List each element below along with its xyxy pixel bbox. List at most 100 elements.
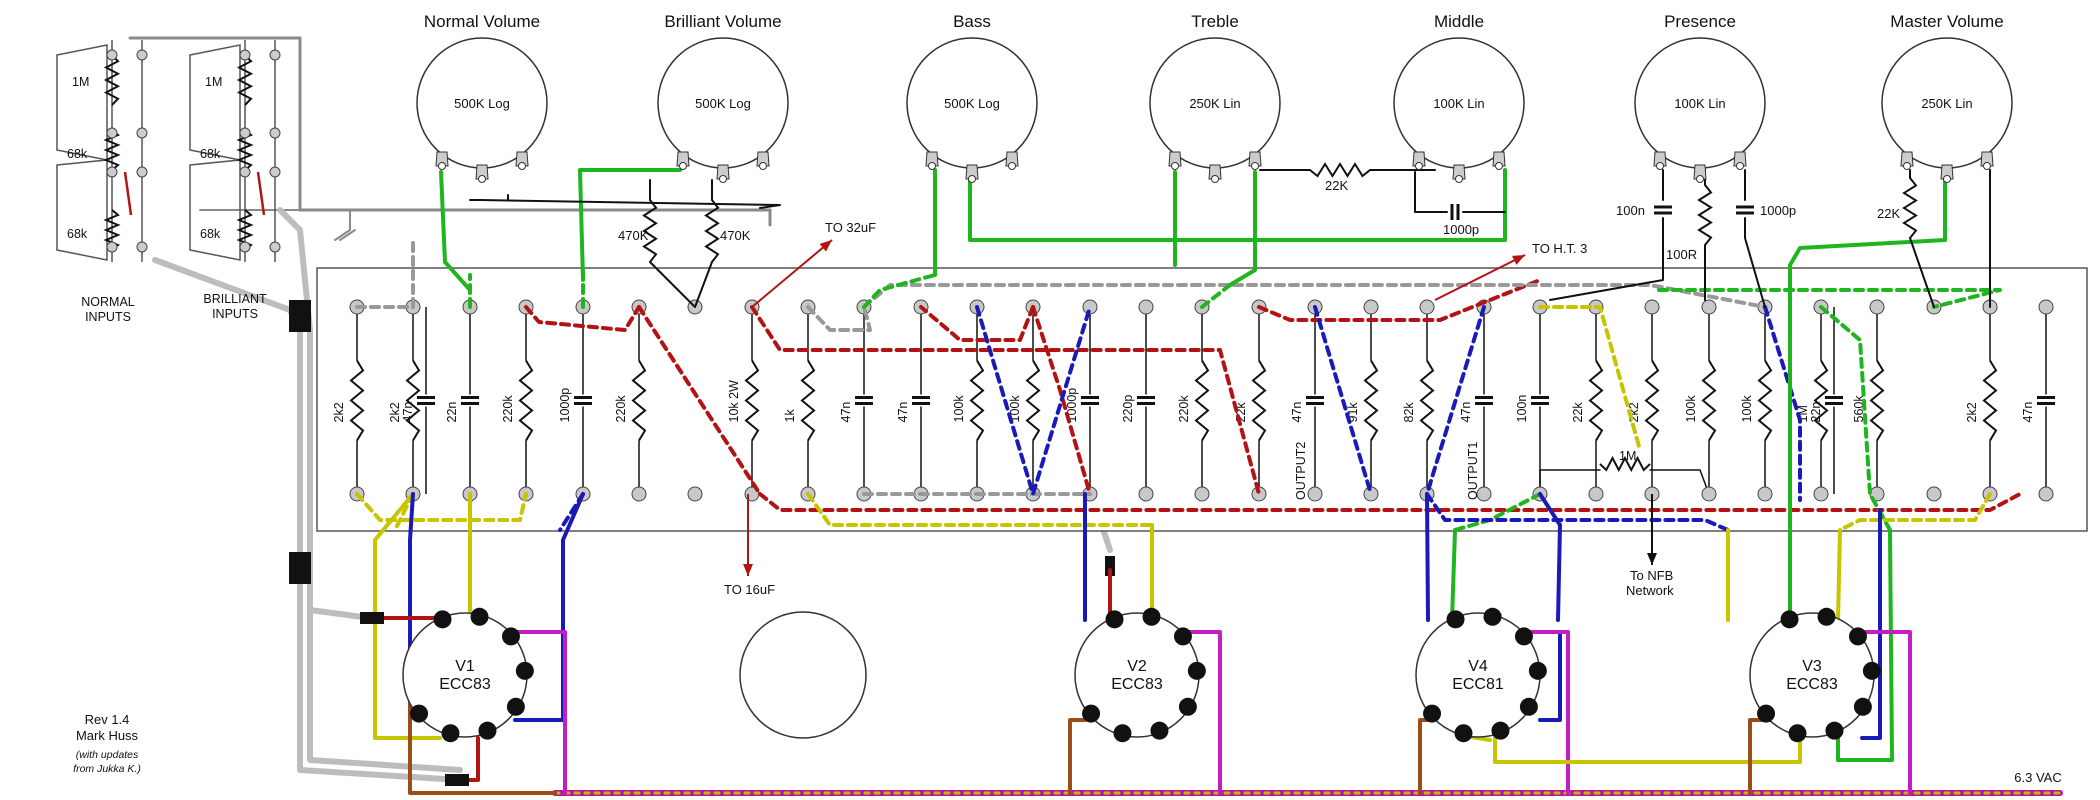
tube-type: ECC81 — [1452, 676, 1504, 693]
jack-lug — [106, 127, 118, 139]
component-value-label: 47n — [1290, 402, 1304, 423]
lead-gap — [1251, 360, 1267, 441]
pot-title: Master Volume — [1890, 12, 2003, 31]
eyelet-top — [1419, 299, 1435, 315]
tube-pin — [1757, 704, 1776, 723]
pot-title: Bass — [953, 12, 991, 31]
capacitor — [461, 396, 479, 405]
arrow-to-ht3 — [1434, 254, 1526, 301]
tube-pin — [433, 610, 452, 629]
board-wire-green — [1200, 283, 1232, 309]
brilliant-inputs-label-1: BRILLIANT — [203, 292, 267, 306]
board-component-8: 1k — [783, 307, 816, 494]
output2-label: OUTPUT2 — [1294, 442, 1308, 500]
to-nfb-label-2: Network — [1626, 583, 1674, 598]
pot-lug-hole — [1736, 162, 1744, 170]
pot-lug-hole — [928, 162, 936, 170]
wire-green — [439, 170, 472, 292]
component-value-label: 100k — [1684, 395, 1698, 423]
resistor-label: 1M — [205, 75, 222, 89]
arrow-to-32uf — [751, 239, 833, 308]
board-wire-blue — [1425, 305, 1486, 496]
jack-lug — [269, 166, 281, 178]
pot-lug-hole — [968, 175, 976, 183]
board-wire-yellow — [355, 492, 528, 522]
output1-label: OUTPUT1 — [1466, 442, 1480, 500]
board-wire-yellow — [1838, 492, 1992, 532]
pot-lug — [515, 151, 529, 167]
tube-pin — [1848, 627, 1867, 646]
jack-lug — [136, 241, 148, 253]
capacitor — [1306, 396, 1324, 405]
board-component-11: 100k — [952, 307, 985, 494]
board-wire-yellow — [1538, 305, 1642, 452]
arrow-to-ht3-head — [1512, 255, 1525, 265]
arrow-labels: TO 32uF TO H.T. 3 TO 16uF To NFB Network — [724, 220, 1674, 598]
board-wire — [806, 305, 872, 332]
board-component-9: 47n — [839, 307, 874, 494]
board-wire-blue — [1313, 305, 1373, 496]
pot-lug-hole — [1495, 162, 1503, 170]
arrow-to-nfb-head — [1647, 553, 1657, 565]
wire-black — [649, 261, 713, 308]
resistor-zigzag — [1251, 359, 1267, 442]
pot-lug — [1940, 164, 1954, 180]
jack-lug — [106, 166, 118, 178]
to-ht3-label: TO H.T. 3 — [1532, 241, 1587, 256]
footer: Rev 1.4 Mark Huss (with updates from Juk… — [73, 712, 2062, 785]
lead-gap — [518, 360, 534, 441]
pot-value: 500K Log — [695, 96, 751, 111]
component-value-label: 220k — [501, 395, 515, 423]
pot-value: 500K Log — [454, 96, 510, 111]
eyelet-bottom — [1588, 486, 1604, 502]
eyelet-top — [1701, 299, 1717, 315]
pot-lug-hole — [1008, 162, 1016, 170]
jack-lug — [136, 49, 148, 61]
board-component-19: 82k — [1402, 307, 1435, 494]
component-value-label: 47n — [401, 402, 415, 423]
component-value-label: 22n — [445, 402, 459, 423]
tube-pin — [1825, 721, 1844, 740]
jack-lug — [136, 166, 148, 178]
board-component-29: 2k2 — [1965, 307, 1998, 494]
jack-lug — [239, 49, 251, 61]
pot-lug — [1452, 164, 1466, 180]
board-wire-red — [750, 305, 1261, 496]
pot-lug — [435, 151, 449, 167]
tube-pin — [1862, 661, 1881, 680]
board-component-14: 220p — [1121, 307, 1156, 494]
tube-name: V2 — [1127, 658, 1147, 675]
resistor-zigzag — [1813, 359, 1829, 442]
pot-lug — [475, 164, 489, 180]
jack-lug — [269, 49, 281, 61]
component-value-label: 2k2 — [388, 402, 402, 422]
tube-pin — [1454, 724, 1473, 743]
capacitor — [417, 396, 435, 405]
tube-pin — [506, 697, 525, 716]
wire-green — [1228, 170, 1257, 287]
capacitor — [1475, 396, 1493, 405]
eyelet-bottom — [1701, 486, 1717, 502]
lead-gap — [1757, 360, 1773, 441]
resistor-1m — [103, 54, 121, 106]
pot-lug — [1693, 164, 1707, 180]
resistor-zigzag — [1701, 359, 1717, 442]
resistor-zigzag — [969, 359, 985, 442]
board-component-7: 10k 2W — [727, 307, 760, 494]
tube-pin — [410, 704, 429, 723]
jack-outline — [189, 159, 241, 261]
resistor-470k-left-label: 470K — [618, 228, 649, 243]
board-component-15: 220k — [1177, 307, 1210, 494]
resistor-22k-label: 22K — [1325, 178, 1348, 193]
pot-lug-hole — [478, 175, 486, 183]
component-value-label: 100k — [952, 395, 966, 423]
pot-lug — [756, 151, 770, 167]
tube-pin — [1178, 697, 1197, 716]
wire-green — [968, 168, 1507, 242]
